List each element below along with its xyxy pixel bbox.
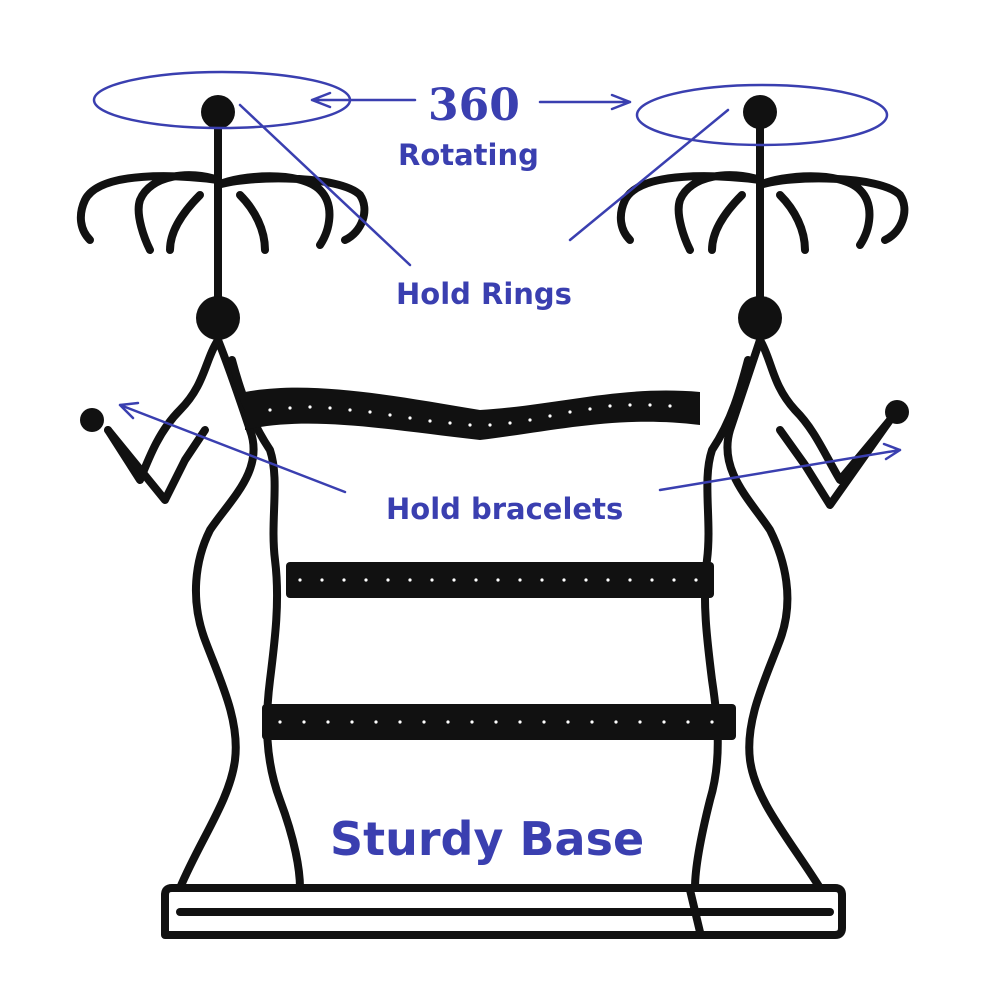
- rotation-value-label: 360: [428, 80, 520, 131]
- right-neck-knob: [738, 296, 782, 340]
- bracelets-arrow-right: [658, 442, 902, 492]
- rings-pointer-right: [568, 108, 730, 242]
- right-rotation-ellipse: [635, 83, 889, 147]
- rotation-label: Rotating: [398, 138, 539, 172]
- right-arm: [776, 416, 894, 509]
- bottom-earring-bar: [262, 704, 736, 740]
- right-ring-hooks: [616, 171, 909, 254]
- left-figure-inner: [228, 356, 304, 892]
- base-label: Sturdy Base: [330, 812, 645, 866]
- rings-pointer-left: [238, 103, 412, 267]
- left-figure-outer: [104, 336, 258, 892]
- bracelets-arrow-left: [118, 401, 347, 494]
- left-neck-knob: [196, 296, 240, 340]
- bracelets-label: Hold bracelets: [386, 492, 624, 526]
- right-rotation-arrow: [538, 93, 632, 111]
- left-top-knob: [201, 95, 235, 129]
- right-top-knob: [743, 95, 777, 129]
- rings-label: Hold Rings: [396, 277, 572, 311]
- left-ring-hooks: [76, 171, 369, 254]
- middle-earring-bar: [286, 562, 714, 598]
- right-figure-inner: [691, 356, 752, 892]
- left-arm: [104, 426, 209, 504]
- right-hand-knob: [885, 400, 909, 424]
- base-stub: [686, 886, 704, 936]
- base-frame: [161, 884, 846, 939]
- top-earring-bar: [245, 387, 700, 440]
- left-hand-knob: [80, 408, 104, 432]
- right-figure-outer: [723, 336, 894, 892]
- left-rotation-arrow: [310, 91, 417, 109]
